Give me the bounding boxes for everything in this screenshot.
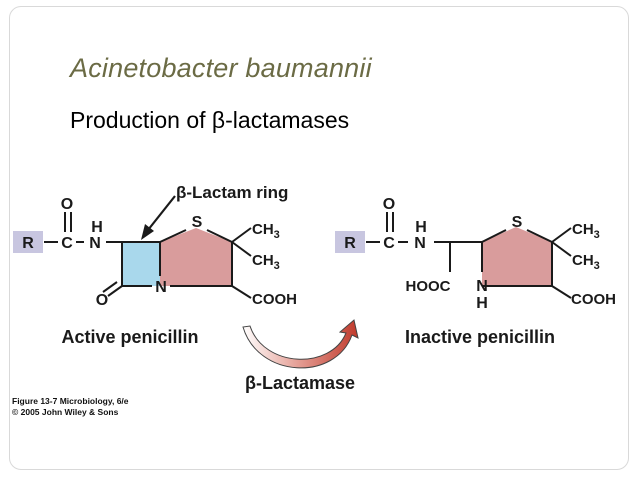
- ring-nitrogen-label: N: [155, 279, 167, 296]
- amide-carbon-label-inactive: C: [383, 235, 395, 252]
- ring-hydrogen-label-inactive: H: [476, 295, 488, 312]
- thiazolidine-ring-open: [482, 227, 552, 286]
- amide-nitrogen-label: N: [89, 235, 101, 252]
- active-penicillin-caption: Active penicillin: [61, 327, 198, 347]
- inactive-penicillin-caption: Inactive penicillin: [405, 327, 555, 347]
- r-group-label-inactive: R: [344, 235, 356, 252]
- carbonyl-oxygen-label: O: [61, 196, 73, 213]
- carboxyl-label-inactive: COOH: [571, 291, 616, 308]
- methyl-label-1: CH3: [252, 221, 280, 241]
- thiazolidine-ring: [160, 228, 232, 286]
- amide-nitrogen-label-inactive: N: [414, 235, 426, 252]
- beta-lactamase-label: β-Lactamase: [245, 373, 355, 393]
- sulfur-label-inactive: S: [512, 214, 523, 231]
- r-group-label: R: [22, 235, 34, 252]
- carboxyl-label: COOH: [252, 291, 297, 308]
- figure-credit-line-1: Figure 13-7 Microbiology, 6/e: [12, 396, 129, 406]
- methyl-label-1-inactive: CH3: [572, 221, 600, 241]
- hooc-label: HOOC: [406, 278, 451, 295]
- methyl-label-2-inactive: CH3: [572, 252, 600, 272]
- sulfur-label: S: [192, 214, 203, 231]
- methyl-label-2: CH3: [252, 252, 280, 272]
- active-penicillin: R C O H N S CH3 CH3 COOH N O β-Lactam ri…: [13, 183, 297, 347]
- amide-carbon-label: C: [61, 235, 73, 252]
- slide-subtitle: Production of β-lactamases: [70, 107, 350, 133]
- figure-credit-line-2: © 2005 John Wiley & Sons: [12, 407, 119, 417]
- beta-lactam-ring-label: β-Lactam ring: [176, 183, 288, 202]
- inactive-penicillin: R C O H N S CH3 CH3 COOH HOOC N H Inacti…: [335, 196, 616, 347]
- r-group-box: [13, 231, 43, 253]
- slide-title: Acinetobacter baumannii: [70, 53, 372, 83]
- r-group-box-inactive: [335, 231, 365, 253]
- carbonyl-oxygen-label-inactive: O: [383, 196, 395, 213]
- beta-lactamase-arrow: β-Lactamase: [242, 319, 359, 393]
- ring-nitrogen-label-inactive: N: [476, 278, 488, 295]
- beta-lactam-ring: [122, 242, 160, 286]
- ring-pointer-arrowhead: [141, 224, 154, 240]
- amide-hydrogen-label: H: [91, 219, 103, 236]
- lactam-oxygen-label: O: [96, 292, 108, 309]
- amide-hydrogen-label-inactive: H: [415, 219, 427, 236]
